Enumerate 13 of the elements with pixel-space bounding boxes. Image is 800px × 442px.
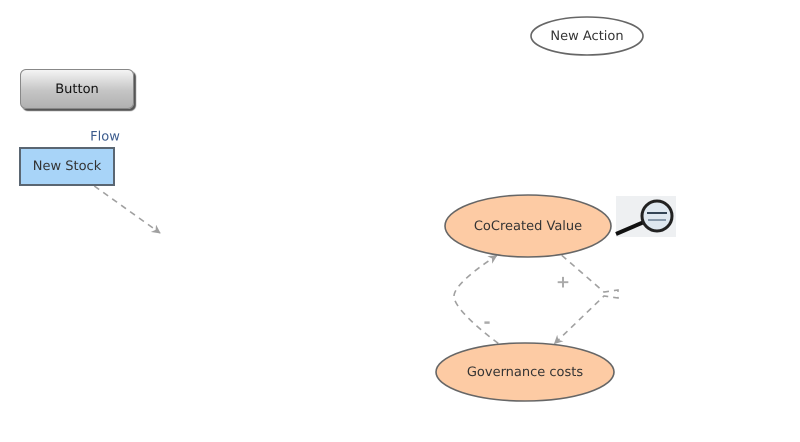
ellipse-node (435, 342, 615, 402)
arrow (453, 255, 499, 344)
button: Button (20, 69, 134, 109)
node-label: Governance costs (466, 364, 584, 380)
ellipse-node (530, 16, 644, 56)
node-label: New Action (550, 28, 624, 44)
ellipse-node (444, 194, 612, 258)
node-label: New Stock (32, 159, 102, 174)
stock-box (19, 147, 115, 186)
flow-label: Flow (90, 130, 120, 144)
node-label: CoCreated Value (474, 218, 582, 234)
arrow (554, 254, 619, 344)
arrow (94, 185, 161, 234)
